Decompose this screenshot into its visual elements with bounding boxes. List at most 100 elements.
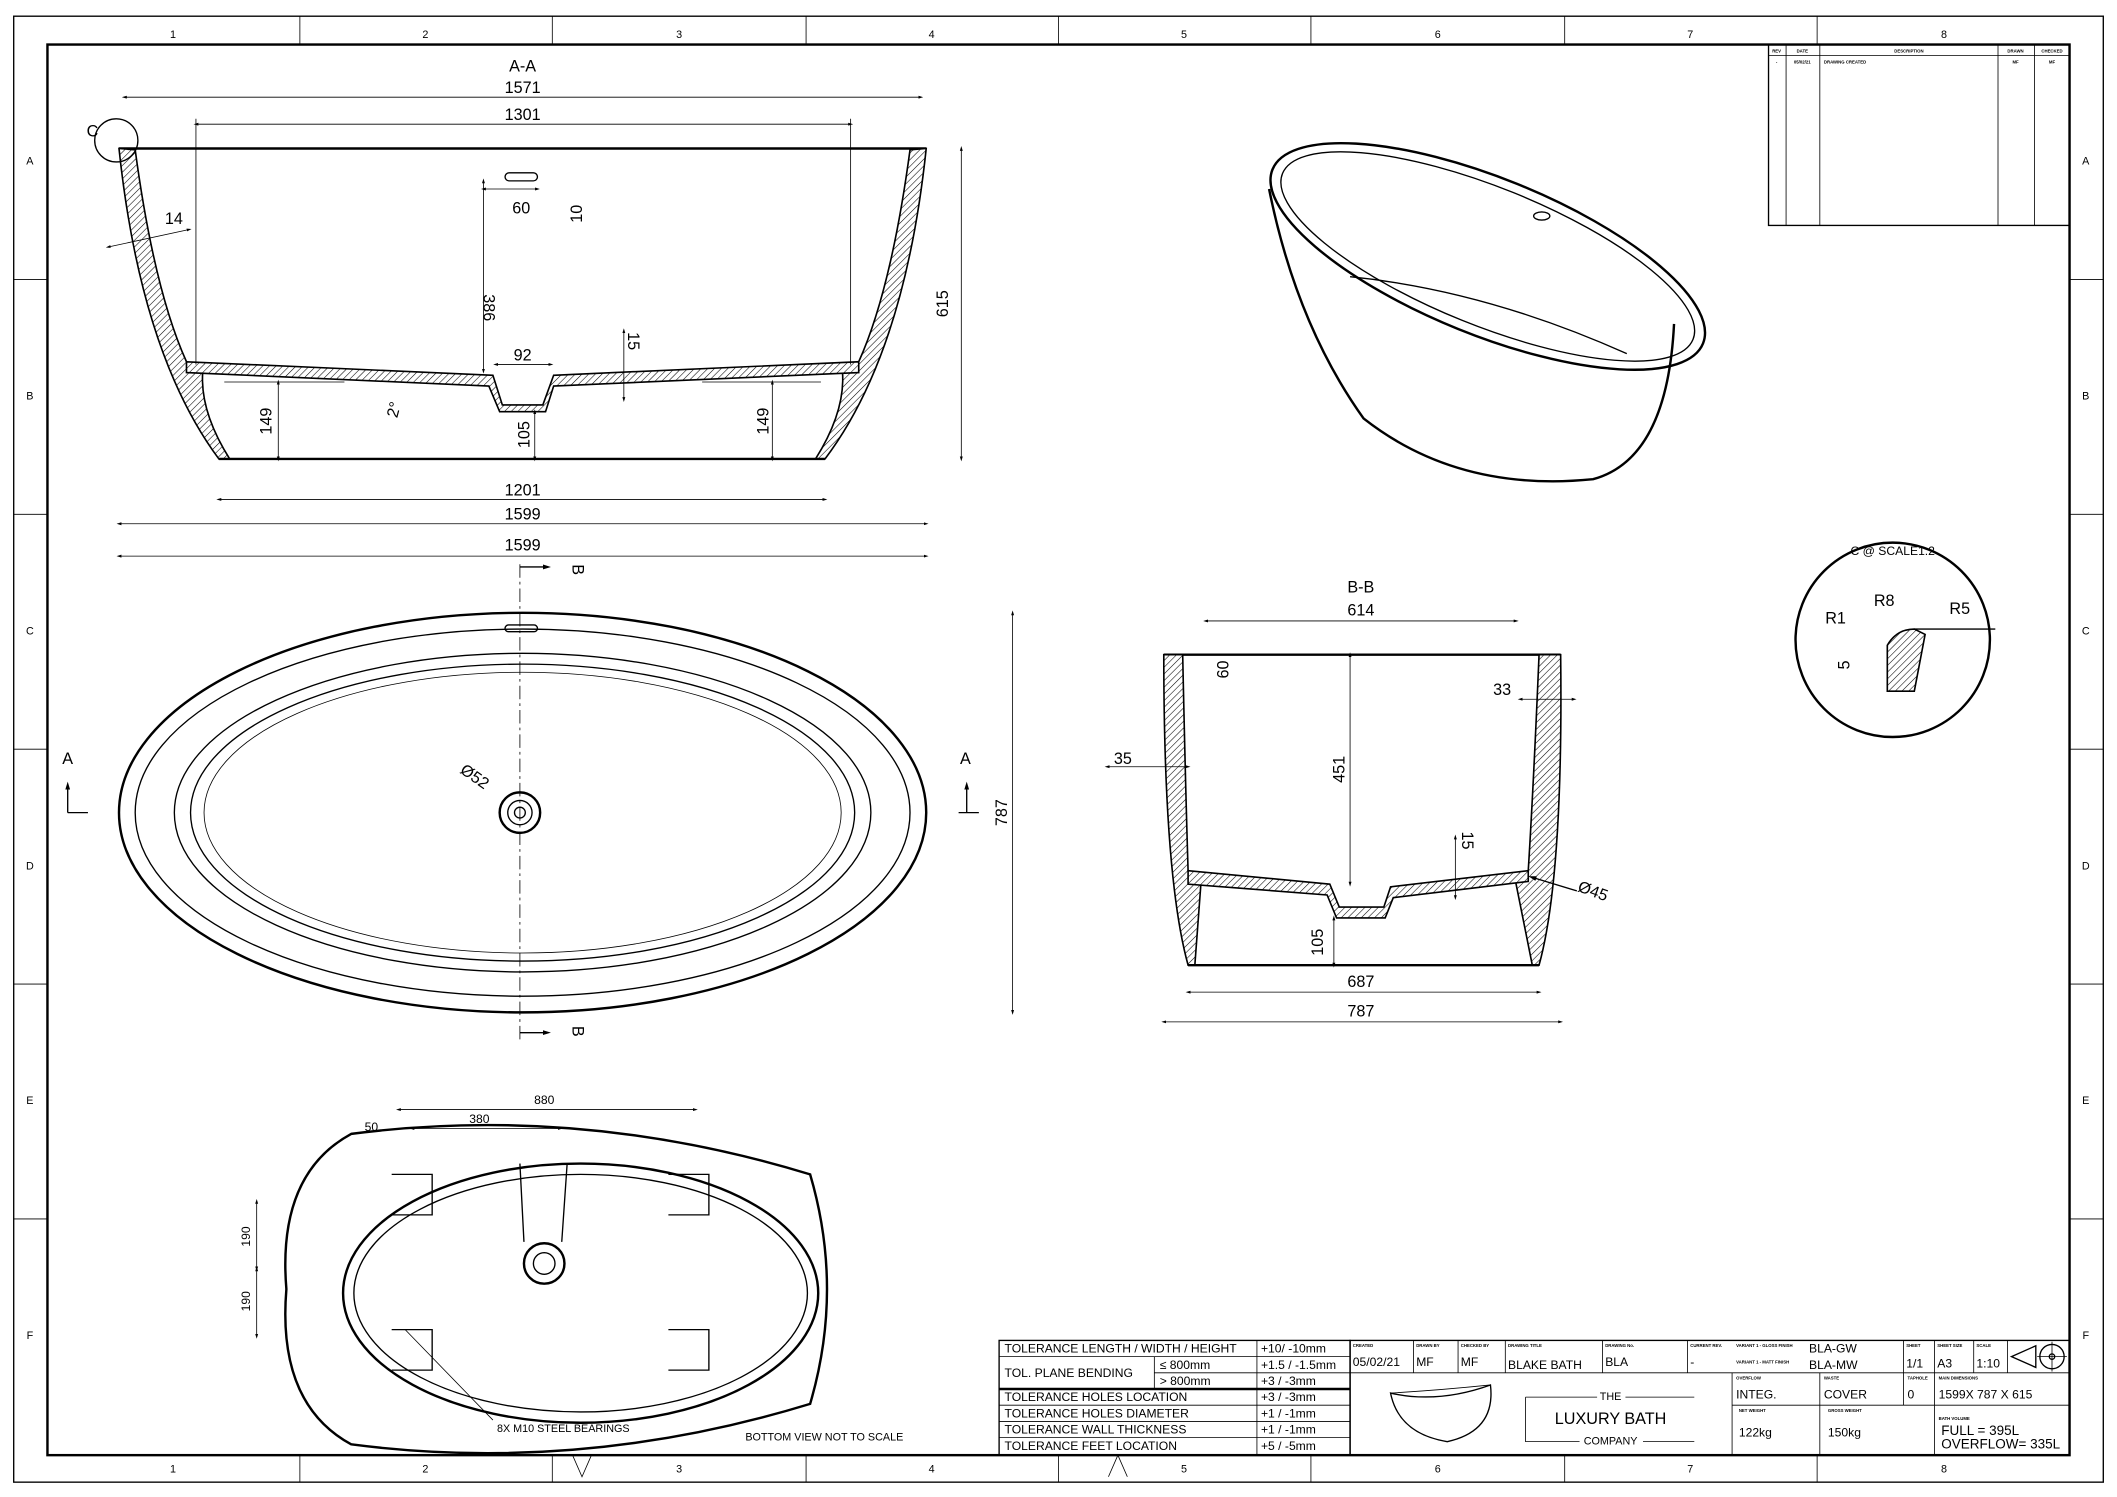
row-label-right: C [2082,625,2090,637]
dim-45: Ø45 [1575,878,1610,905]
dim-615: 615 [934,290,952,317]
tol-plane-gt: > 800mm [1160,1374,1211,1388]
bath-volume-full: FULL = 395L [1941,1423,2019,1438]
dim-10: 10 [568,205,586,223]
drawn-by-value: MF [1416,1355,1434,1369]
dim-105-bb: 105 [1309,929,1327,956]
rev-header: REV [1772,49,1781,54]
row-label-right: D [2082,860,2090,872]
section-b-label-bottom: B [569,1026,587,1037]
logo-main: LUXURY BATH [1555,1410,1667,1428]
taphole-label: TAPHOLE [1908,1376,1928,1381]
dim-386: 386 [479,294,497,321]
taphole-value: 0 [1908,1387,1915,1401]
dim-1201: 1201 [505,481,541,499]
column-label-top: 4 [929,29,935,41]
rev-drawn: MF [2012,59,2019,64]
sheet-value: 1/1 [1906,1356,1923,1370]
gross-weight-value: 150kg [1828,1425,1861,1439]
description-header: DESCRIPTION [1894,49,1923,54]
detail-c-title: C @ SCALE1:2 [1851,544,1936,558]
rev-description: DRAWING CREATED [1824,59,1866,64]
dim-105: 105 [515,421,533,448]
row-label-right: A [2082,156,2090,168]
column-label-bottom: 4 [929,1464,935,1476]
section-a-label-left: A [62,750,73,768]
row-label-left: A [26,156,34,168]
net-weight-value: 122kg [1739,1425,1772,1439]
tol-length-value: +10/ -10mm [1261,1342,1326,1356]
drawn-by-label: DRAWN BY [1416,1343,1440,1348]
dim-60-bb: 60 [1215,661,1233,679]
bearings-note: 8X M10 STEEL BEARINGS [497,1423,630,1435]
column-label-top: 6 [1435,29,1441,41]
dim-451: 451 [1331,756,1349,783]
dim-687: 687 [1347,973,1374,991]
checked-by-value: MF [1461,1355,1479,1369]
section-a-a: A-A C 1571 1301 60 10 386 14 92 15 615 1… [87,58,963,526]
gross-weight-label: GROSS WEIGHT [1828,1408,1862,1413]
dim-1301: 1301 [505,106,541,124]
top-view: 1599 Ø52 B B A A 787 [62,537,1015,1040]
projection-symbol-icon [2009,1341,2067,1372]
tol-holes-location-value: +3 / -3mm [1261,1390,1316,1404]
logo-company: COMPANY [1584,1435,1638,1447]
sheet-size-value: A3 [1937,1356,1952,1370]
tolerance-table: TOLERANCE LENGTH / WIDTH / HEIGHT +10/ -… [998,1339,1351,1456]
scale-value: 1:10 [1976,1356,2000,1370]
row-label-left: E [26,1095,33,1107]
dim-880: 880 [534,1093,554,1107]
tol-holes-diameter-label: TOLERANCE HOLES DIAMETER [1005,1406,1190,1420]
column-label-top: 7 [1687,29,1693,41]
scale-note: BOTTOM VIEW NOT TO SCALE [745,1431,903,1443]
tol-plane-gt-value: +3 / -3mm [1261,1374,1316,1388]
isometric-view [1267,141,1707,483]
dim-190-lower: 190 [239,1291,253,1311]
row-label-left: F [27,1330,34,1342]
drawing-title-label: DRAWING TITLE [1508,1343,1542,1348]
tol-feet-value: +5 / -5mm [1261,1439,1316,1453]
bath-logo-icon [1389,1384,1492,1443]
section-a-label-right: A [960,750,971,768]
dim-15: 15 [624,332,642,350]
dim-190-upper: 190 [239,1226,253,1246]
variant-matt-value: BLA-MW [1809,1358,1858,1372]
section-title: A-A [509,58,536,76]
row-label-right: E [2082,1095,2089,1107]
tol-holes-diameter-value: +1 / -1mm [1261,1406,1316,1420]
overflow-label: OVERFLOW [1736,1376,1762,1381]
tol-plane-le: ≤ 800mm [1160,1358,1210,1372]
tol-wall-value: +1 / -1mm [1261,1423,1316,1437]
detail-c-marker [94,118,139,163]
sheet-size-label: SHEET SIZE [1937,1343,1962,1348]
logo-the: THE [1600,1391,1622,1403]
dim-1599-top: 1599 [505,537,541,555]
row-label-right: B [2082,391,2089,403]
date-header: DATE [1797,49,1809,54]
bottom-view: 880 380 50 190 190 8X M10 STEEL BEARINGS… [239,1093,1128,1478]
column-label-top: 5 [1181,29,1187,41]
radius-r8: R8 [1874,592,1895,610]
tol-plane-label: TOL. PLANE BENDING [1005,1366,1133,1380]
column-label-bottom: 7 [1687,1464,1693,1476]
row-label-left: C [26,625,34,637]
dim-149-right: 149 [754,408,772,435]
variant-matt-label: VARIANT 1 - MATT FINISH [1736,1359,1789,1364]
row-label-left: D [26,860,34,872]
waste-label: WASTE [1824,1376,1839,1381]
waste-value: COVER [1824,1387,1867,1401]
drawing-no-value: BLA [1605,1355,1629,1369]
drawing-title-value: BLAKE BATH [1508,1358,1582,1372]
drawing-no-label: DRAWING No. [1605,1343,1634,1348]
dim-slope: 2° [384,400,405,420]
section-b-b: B-B 614 451 60 33 35 15 Ø45 105 687 787 [1104,579,1610,1024]
column-label-top: 2 [422,29,428,41]
dim-drain-52: Ø52 [457,761,492,793]
current-rev-value: - [1690,1355,1694,1369]
column-label-bottom: 5 [1181,1464,1187,1476]
main-dimensions-value: 1599X 787 X 615 [1939,1387,2033,1401]
company-logo: THE LUXURY BATH COMPANY [1525,1391,1695,1447]
dim-35: 35 [1114,750,1132,768]
bath-volume-label: BATH VOLUME [1939,1416,1970,1421]
